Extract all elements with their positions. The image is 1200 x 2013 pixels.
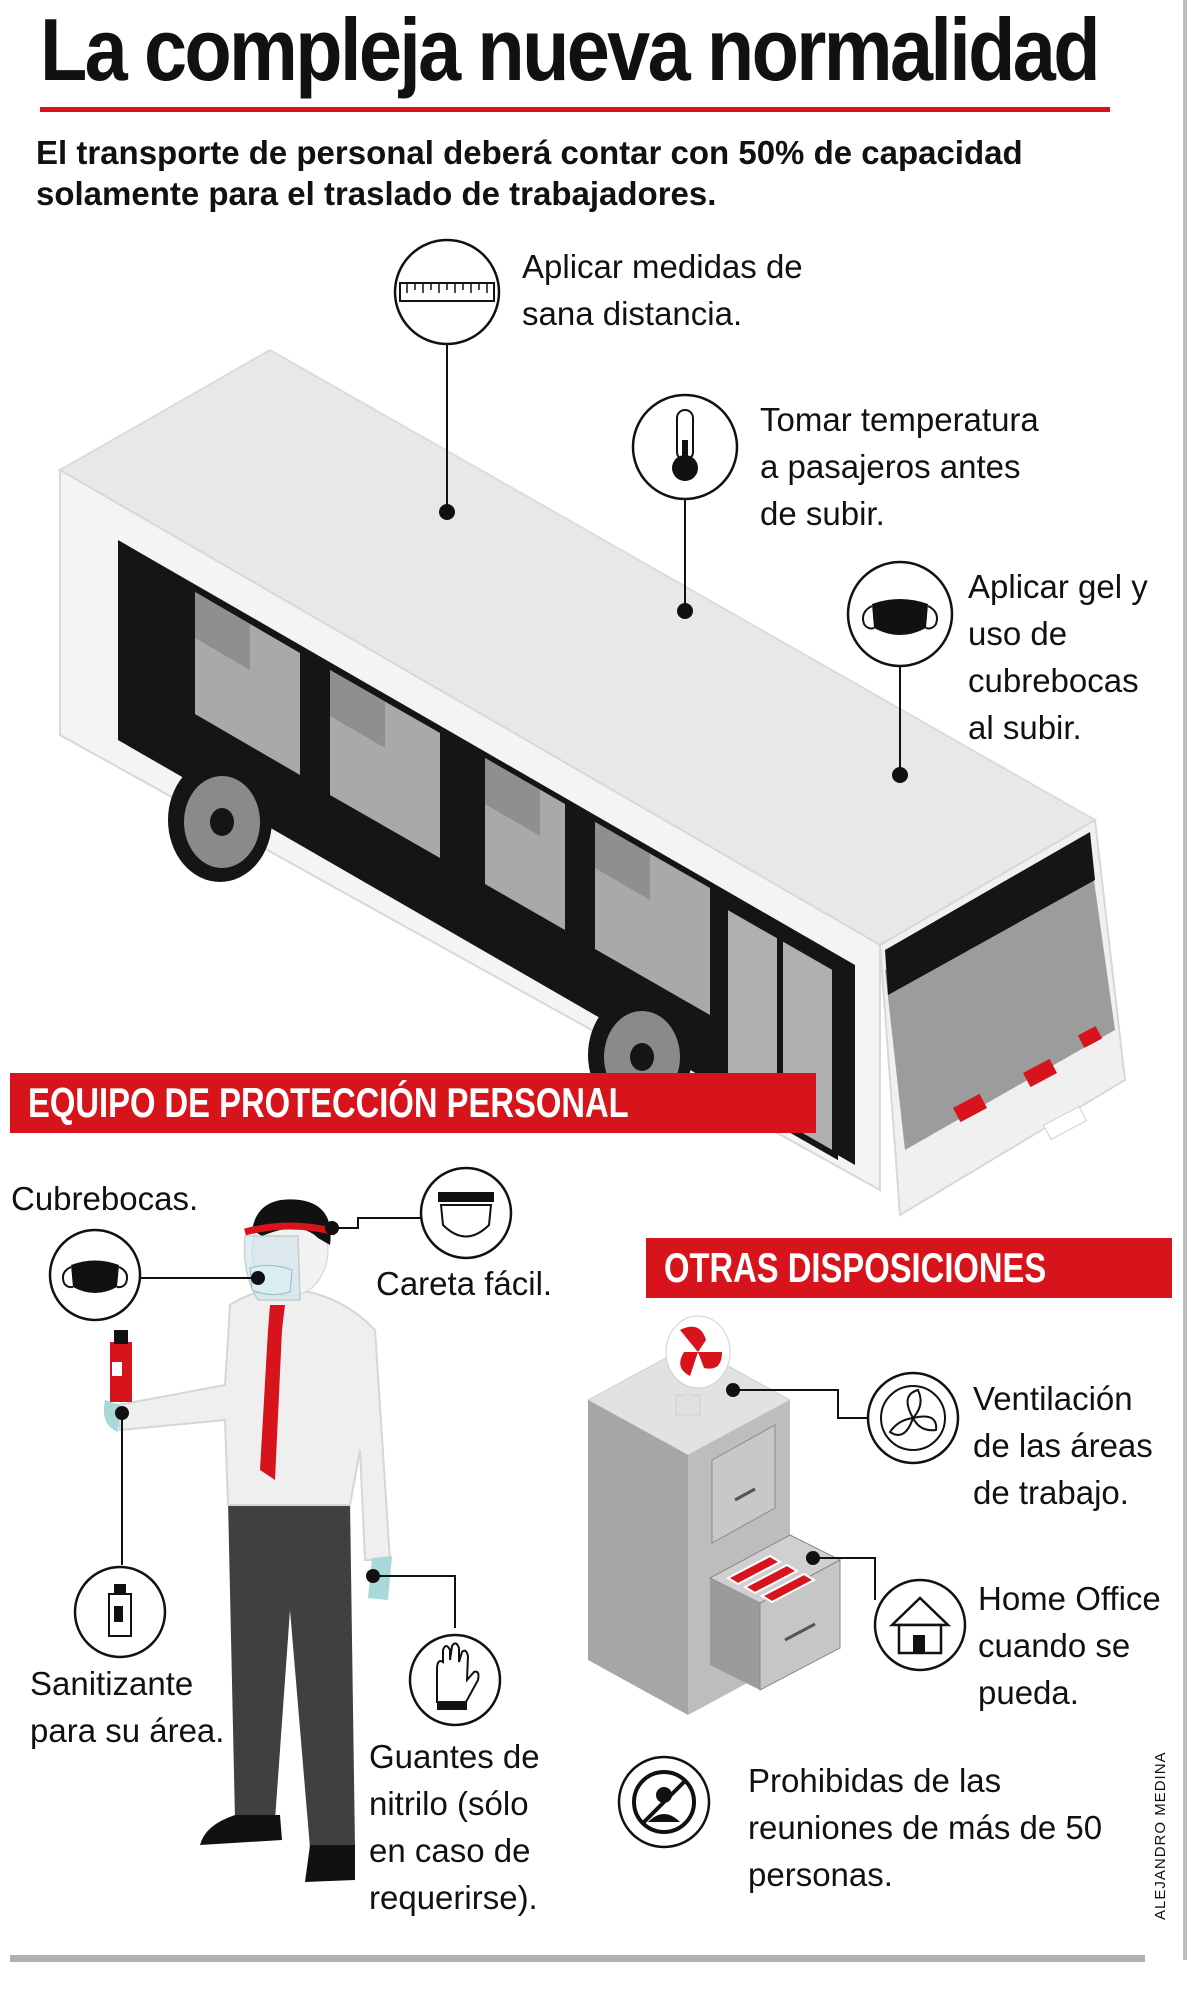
callout-gel-mask-text: Aplicar gel y uso de cubrebocas al subir… <box>968 568 1148 746</box>
face-shield-icon <box>419 1166 513 1260</box>
ppe-shield-text: Careta fácil. <box>376 1265 553 1302</box>
ppe-heading: EQUIPO DE PROTECCIÓN PERSONAL <box>10 1073 817 1133</box>
subtitle: El transporte de personal deberá contar … <box>36 134 1023 212</box>
author-credit: ALEJANDRO MEDINA <box>1152 1751 1169 1920</box>
other-no-meetings-text: Prohibidas de las reuniones de más de 50… <box>748 1762 1103 1893</box>
fan-icon <box>866 1371 960 1465</box>
glove-icon <box>408 1633 502 1727</box>
no-gathering-icon <box>617 1755 711 1849</box>
worker-illustration <box>103 1199 392 1882</box>
callout-distance-text: Aplicar medidas de sana distancia. <box>522 248 803 332</box>
title-underline <box>40 107 1110 112</box>
face-mask-icon <box>48 1228 142 1322</box>
house-icon <box>873 1578 967 1672</box>
file-cabinet-illustration <box>586 1315 842 1715</box>
bus-illustration <box>57 348 1127 1217</box>
callout-temperature-text: Tomar temperatura a pasajeros antes de s… <box>760 401 1039 532</box>
other-home-office-text: Home Office cuando se pueda. <box>978 1580 1161 1711</box>
ruler-icon <box>393 238 501 346</box>
right-border <box>1183 0 1187 1960</box>
face-mask-icon <box>846 560 954 668</box>
other-ventilation-text: Ventilación de las áreas de trabajo. <box>973 1380 1153 1511</box>
ppe-mask-text: Cubrebocas. <box>11 1180 199 1217</box>
thermometer-icon <box>631 393 739 501</box>
ppe-gloves-text: Guantes de nitrilo (sólo en caso de requ… <box>369 1738 540 1916</box>
page-title: La compleja nueva normalidad <box>40 0 1101 99</box>
other-heading: OTRAS DISPOSICIONES <box>646 1238 1173 1298</box>
bottom-border <box>10 1955 1145 1962</box>
sanitizer-bottle-icon <box>73 1565 167 1659</box>
ppe-sanitizer-text: Sanitizante para su área. <box>30 1665 225 1749</box>
